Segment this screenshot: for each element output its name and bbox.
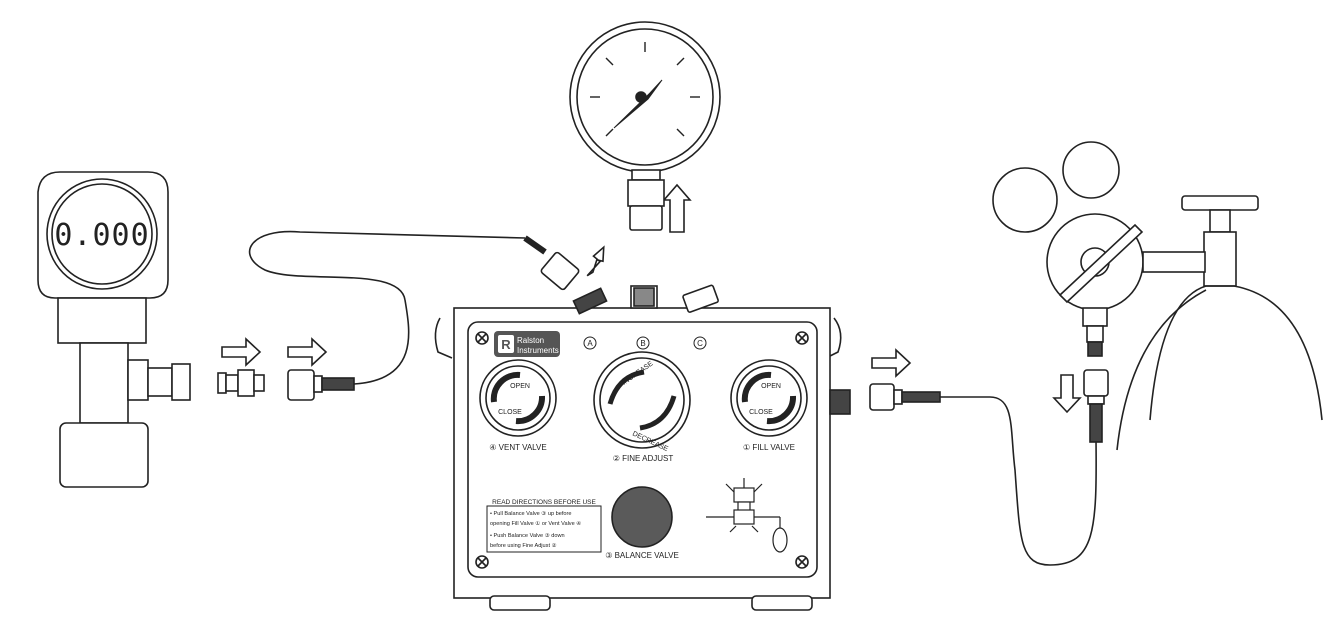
fine-adjust-label: ② FINE ADJUST [613, 454, 674, 463]
fill-close-text: CLOSE [749, 409, 773, 416]
fill-open-text: OPEN [761, 383, 781, 390]
port-b-fitting [630, 285, 658, 309]
directions-line: • Push Balance Valve ③ down [490, 532, 565, 539]
valve-schematic-icon [706, 478, 788, 553]
adapter-fitting [217, 369, 265, 397]
gas-cylinder [1116, 195, 1323, 451]
arrow-right-icon [287, 337, 328, 367]
directions-line: before using Fine Adjust ② [490, 542, 557, 549]
screw-icon [475, 331, 489, 345]
balance-valve-label: ③ BALANCE VALVE [605, 551, 679, 560]
directions-line: • Pull Balance Valve ③ up before [490, 510, 572, 517]
port-label-a-text: A [587, 339, 593, 348]
ralston-logo [494, 331, 560, 357]
arrow-right-icon [221, 337, 262, 367]
arrow-down-icon [1052, 374, 1082, 414]
pressure-transmitter [37, 171, 191, 488]
screw-icon [795, 331, 809, 345]
arrow-up-icon [662, 183, 692, 233]
pressure-regulator [992, 141, 1206, 357]
port-label-c-text: C [697, 339, 703, 348]
screw-icon [475, 555, 489, 569]
vent-close-text: CLOSE [498, 409, 522, 416]
port-label-c: C [693, 336, 707, 350]
vent-open-text: OPEN [510, 383, 530, 390]
port-label-b-text: B [640, 339, 645, 348]
screw-icon [795, 555, 809, 569]
directions-line: opening Fill Valve ① or Vent Valve ④ [490, 520, 581, 527]
logo-letter: R [501, 337, 511, 352]
arrow-up-icon [586, 245, 605, 277]
reference-gauge [569, 21, 721, 231]
fill-valve-label: ① FILL VALVE [743, 443, 795, 452]
fine-adjust-knob [593, 351, 691, 449]
port-label-b: B [636, 336, 650, 350]
port-label-a: A [583, 336, 597, 350]
port-a-fitting [572, 287, 608, 315]
vent-valve-label: ④ VENT VALVE [489, 443, 546, 452]
fill-valve [730, 359, 808, 437]
directions-title: READ DIRECTIONS BEFORE USE [492, 499, 596, 506]
hose-quick-connector-left [248, 230, 580, 401]
directions-panel [486, 505, 602, 553]
vent-valve [479, 359, 557, 437]
brand-name: Ralston [517, 336, 544, 345]
balance-valve-knob [611, 486, 673, 548]
hose-quick-connector-right [869, 369, 1109, 566]
transmitter-display: 0.000 [54, 218, 149, 253]
arrow-right-icon [871, 348, 912, 378]
port-c-fitting [682, 284, 719, 313]
brand-subtitle: Instruments [517, 346, 559, 355]
